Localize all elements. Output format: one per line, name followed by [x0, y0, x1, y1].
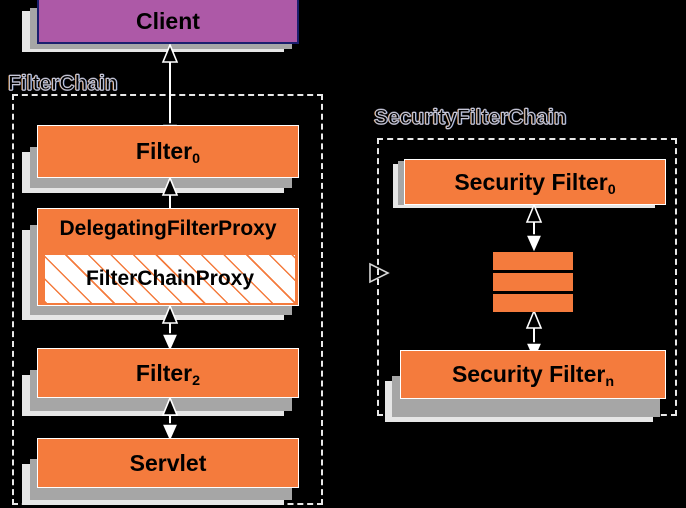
node-security-filter-0-label: Security Filter0: [454, 168, 616, 198]
connector-securityfilter0-to-ellipsis: [524, 204, 544, 254]
node-filter-2-subscript: 2: [192, 372, 201, 389]
ellipsis-bar-3: [493, 294, 573, 312]
node-filter-2[interactable]: Filter2: [37, 348, 299, 398]
connector-proxy-to-security-chain: [366, 260, 392, 286]
node-servlet-label: Servlet: [129, 449, 207, 476]
group-label-filter-chain: FilterChain: [8, 72, 119, 96]
node-filter-chain-proxy[interactable]: FilterChainProxy: [43, 253, 297, 305]
node-security-filter-n-label: Security Filtern: [451, 361, 615, 391]
node-security-filter-0[interactable]: Security Filter0: [404, 159, 666, 205]
connector-delegating-to-filter2: [160, 305, 180, 353]
connector-filter2-to-servlet: [160, 397, 180, 443]
node-security-filter-n-subscript: n: [605, 374, 615, 391]
node-client[interactable]: Client: [37, 0, 299, 44]
ellipsis-bar-2: [493, 273, 573, 291]
group-label-security-filter-chain: SecurityFilterChain: [374, 106, 568, 130]
node-security-filter-n[interactable]: Security Filtern: [400, 350, 666, 399]
node-delegating-filter-proxy[interactable]: DelegatingFilterProxy FilterChainProxy: [37, 208, 299, 306]
node-client-label: Client: [136, 7, 200, 34]
node-security-filter-0-subscript: 0: [607, 181, 616, 198]
node-filter-0-label: Filter0: [135, 138, 201, 168]
ellipsis-bar-1: [493, 252, 573, 270]
node-filter-chain-proxy-label: FilterChainProxy: [85, 267, 255, 290]
node-filter-2-label: Filter2: [135, 359, 201, 389]
node-delegating-filter-proxy-label: DelegatingFilterProxy: [59, 217, 277, 240]
node-filter-0-subscript: 0: [192, 151, 201, 168]
node-filter-0[interactable]: Filter0: [37, 125, 299, 178]
node-servlet[interactable]: Servlet: [37, 438, 299, 488]
